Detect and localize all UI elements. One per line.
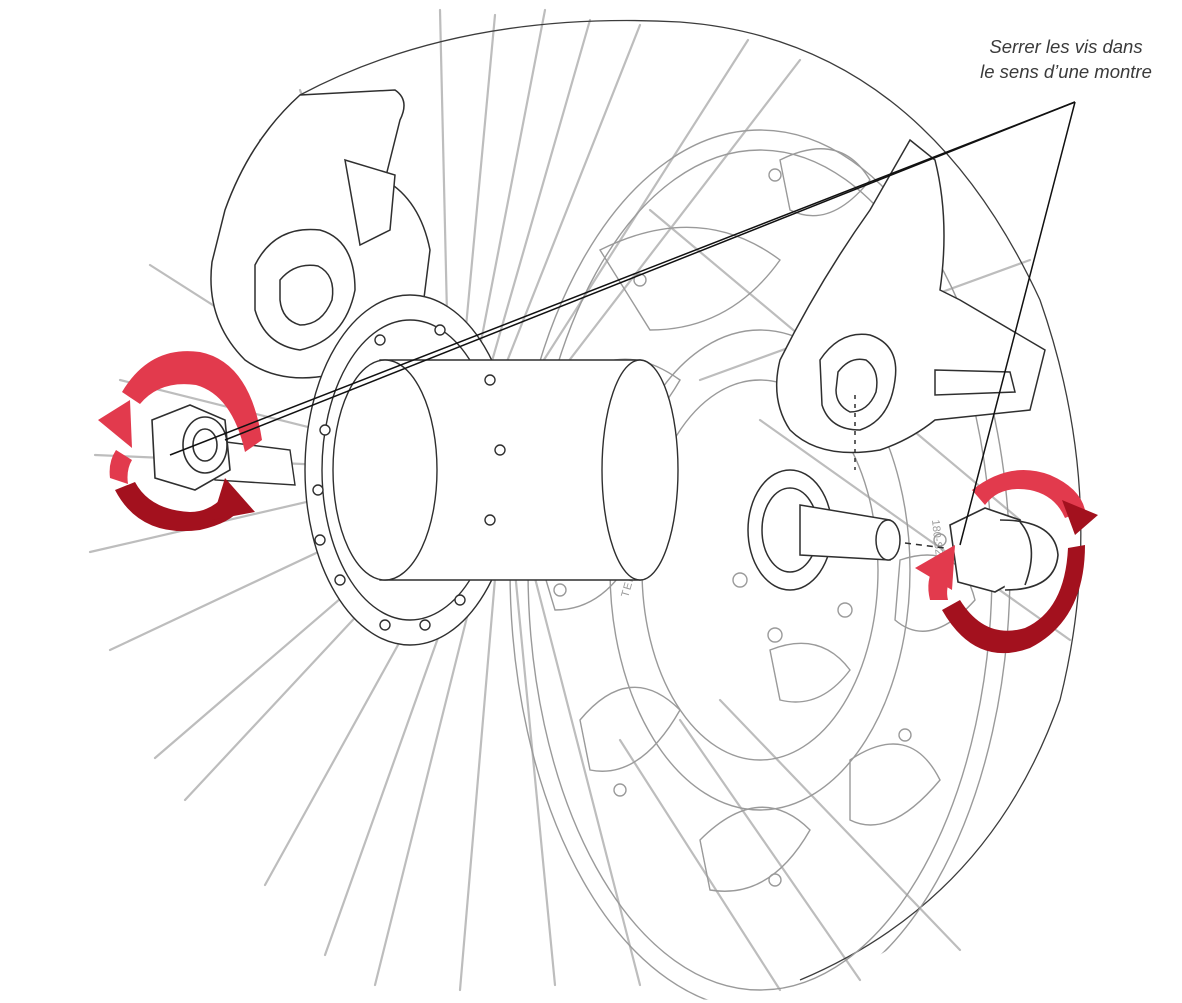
axle-right	[747, 395, 946, 591]
callout-leader-lines	[169, 101, 1076, 546]
rotor-size-mark: 180-S2	[929, 519, 945, 556]
counterclockwise-rotation-arrow-icon	[98, 351, 262, 532]
callout-line-2: le sens d’une montre	[980, 61, 1152, 82]
callout-line-1: Serrer les vis dans	[989, 36, 1143, 57]
right-acorn-nut	[949, 507, 1059, 593]
wheel-outline	[299, 19, 1082, 981]
tightening-instruction-callout: Serrer les vis dans le sens d’une montre	[930, 34, 1182, 84]
fork-right-dropout	[775, 138, 1046, 454]
clockwise-rotation-arrow-icon	[915, 470, 1098, 654]
